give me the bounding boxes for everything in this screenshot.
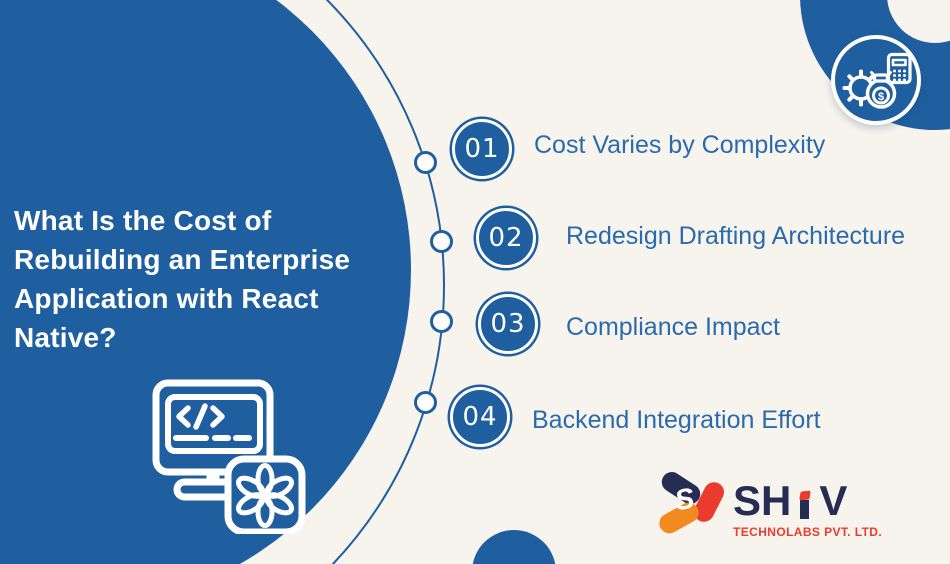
code-monitor-icon (152, 379, 306, 534)
logo-i-dot (799, 490, 812, 501)
cost-calculation-badge: $ (831, 35, 921, 125)
timeline-node-4 (414, 391, 437, 414)
title-line-3: Application with React (14, 283, 319, 314)
code-slash-icon (176, 403, 225, 430)
step-3-number-badge: 03 (478, 294, 538, 354)
title-line-1: What Is the Cost of (14, 205, 272, 236)
timeline-node-2 (430, 230, 453, 253)
dollar-symbol: $ (878, 91, 884, 103)
logo-mark: S (655, 468, 728, 537)
title-line-2: Rebuilding an Enterprise (14, 244, 351, 275)
page-title: What Is the Cost of Rebuilding an Enterp… (14, 201, 414, 357)
company-logo: S SH V TECHNOLABS PVT. LTD. (655, 468, 885, 540)
title-line-4: Native? (14, 322, 117, 353)
step-4-number-badge: 04 (450, 387, 510, 447)
cost-calculation-icon: $ (842, 52, 912, 109)
step-3-label: Compliance Impact (566, 313, 780, 341)
money-bag-icon: $ (865, 71, 897, 109)
logo-i-stem (800, 500, 810, 519)
step-2-number-badge: 02 (476, 208, 536, 268)
logo-name-sh: SH (733, 477, 792, 524)
calculator-icon (886, 52, 912, 85)
step-2-label: Redesign Drafting Architecture (566, 222, 906, 250)
timeline-node-3 (430, 310, 453, 333)
step-1-label: Cost Varies by Complexity (534, 131, 826, 159)
step-4-label: Backend Integration Effort (532, 406, 821, 434)
step-1-number-badge: 01 (452, 119, 512, 179)
logo-tagline: TECHNOLABS PVT. LTD. (733, 525, 883, 539)
asterisk-flower-icon (236, 463, 294, 528)
logo-letter-i (799, 490, 812, 522)
timeline-node-1 (414, 151, 437, 174)
bottom-dome-decoration (472, 530, 556, 564)
timeline-arc-ring (0, 0, 445, 564)
logo-name-v: V (819, 477, 848, 524)
logo-name: SH V (733, 480, 847, 522)
